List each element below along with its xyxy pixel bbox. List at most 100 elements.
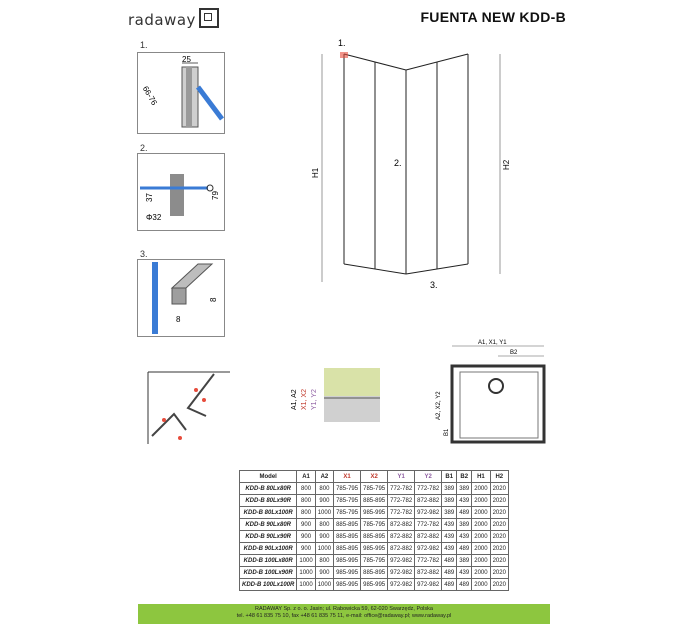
table-cell: 785-795 [360,482,389,495]
table-cell: 972-982 [414,542,443,555]
col-b2: B2 [456,470,473,483]
table-cell: 800 [296,494,316,507]
table-cell: 2000 [471,494,491,507]
section-view-drawing: A1, A2 X1, X2 Y1, Y2 [291,368,380,422]
table-cell: 785-795 [360,518,389,531]
table-cell: 2000 [471,518,491,531]
table-cell: 2020 [489,518,509,531]
table-cell: 2020 [489,530,509,543]
table-cell: 439 [456,494,473,507]
table-cell: 900 [296,530,316,543]
detail-1-dim-side: 66-76 [141,85,159,108]
table-cell: 785-795 [333,482,362,495]
col-a2: A2 [314,470,335,483]
table-cell: 985-995 [360,578,389,591]
section-dim-x1x2: X1, X2 [301,389,308,410]
table-cell: 785-795 [360,554,389,567]
table-cell: 885-895 [360,494,389,507]
table-cell: 2020 [489,566,509,579]
table-cell: 439 [441,530,458,543]
table-cell: 872-882 [387,530,416,543]
col-h2: H2 [489,470,509,483]
table-cell: 439 [456,530,473,543]
table-cell: 772-782 [414,482,443,495]
product-title: FUENTA NEW KDD-B [420,9,566,25]
table-cell: 785-795 [333,506,362,519]
table-cell: 2000 [471,578,491,591]
table-cell: 1000 [314,542,335,555]
table-cell: 2000 [471,542,491,555]
col-x1: X1 [333,470,362,483]
front-view-drawing: 1. 2. 3. H1 H2 [311,38,511,290]
table-cell: 800 [314,518,335,531]
model-cell: KDD-B 90Lx100R [238,542,298,555]
table-cell: 772-782 [414,518,443,531]
table-cell: 489 [441,566,458,579]
table-cell: 800 [296,506,316,519]
model-cell: KDD-B 100Lx90R [238,566,298,579]
table-cell: 389 [441,494,458,507]
table-cell: 489 [456,506,473,519]
table-cell: 439 [441,518,458,531]
detail-3-panel: 8 8 [137,259,225,337]
table-cell: 872-882 [387,542,416,555]
detail-3-drawing: 8 8 [152,262,218,334]
col-a1: A1 [296,470,316,483]
footer-bar [138,604,550,624]
table-cell: 872-882 [414,530,443,543]
table-cell: 772-782 [414,554,443,567]
plan-dim-b1: B1 [444,428,450,436]
detail-1-label: 1. [140,40,148,50]
col-y1: Y1 [387,470,416,483]
footer-phone-email: tel. +48 61 835 75 10, fax +48 61 835 75… [236,613,452,619]
detail-3-dim-h: 8 [209,297,218,302]
footer-contact: RADAWAY Sp. z o. o. Jasin; ul. Rabowicka… [138,606,550,620]
table-cell: 985-995 [360,506,389,519]
col-y2: Y2 [414,470,443,483]
table-cell: 785-795 [333,494,362,507]
table-cell: 389 [441,482,458,495]
detail-2-drawing: 37 79 Φ32 [140,174,220,222]
table-cell: 439 [456,566,473,579]
table-cell: 885-895 [333,518,362,531]
brand-name: radaway [128,11,196,29]
table-cell: 900 [314,530,335,543]
col-h1: H1 [471,470,491,483]
col-model: Model [238,470,298,483]
table-cell: 885-895 [360,530,389,543]
detail-3-dim-w: 8 [176,315,181,324]
col-b1: B1 [441,470,458,483]
table-cell: 1000 [296,578,316,591]
model-cell: KDD-B 90Lx80R [238,518,298,531]
table-cell: 972-982 [414,578,443,591]
table-cell: 800 [296,482,316,495]
table-cell: 900 [314,494,335,507]
plan-dim-a2x2y2: A2, X2, Y2 [436,391,442,420]
table-cell: 2000 [471,506,491,519]
table-cell: 1000 [314,578,335,591]
table-cell: 489 [456,542,473,555]
table-cell: 972-982 [387,554,416,567]
table-cell: 900 [314,566,335,579]
table-cell: 2020 [489,578,509,591]
table-cell: 872-882 [414,494,443,507]
table-cell: 800 [314,554,335,567]
table-cell: 2020 [489,506,509,519]
front-callout-2: 2. [394,158,402,168]
front-callout-3: 3. [430,280,438,290]
dimensions-table: Model A1 A2 X1 X2 Y1 Y2 B1 B2 H1 H2 KDD-… [238,470,509,591]
table-cell: 900 [296,542,316,555]
footer-address: RADAWAY Sp. z o. o. Jasin; ul. Rabowicka… [255,606,433,612]
table-cell: 872-882 [387,518,416,531]
table-cell: 772-782 [387,506,416,519]
plan-dim-b2: B2 [510,350,518,356]
detail-1-dim-top: 25 [182,55,191,64]
table-cell: 885-895 [333,530,362,543]
